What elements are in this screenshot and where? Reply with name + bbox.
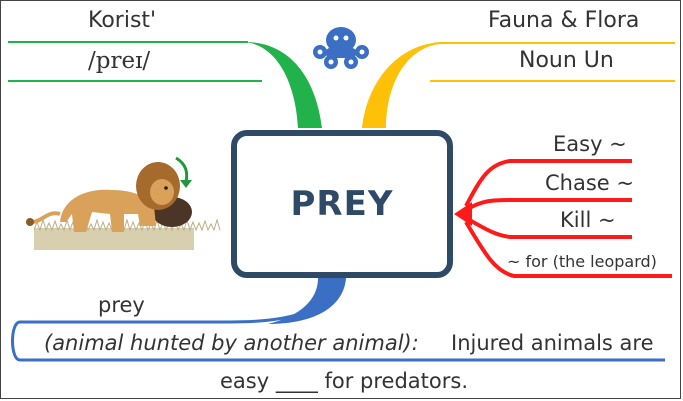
red-line-4 [464, 220, 672, 278]
octopus-logo [313, 27, 369, 69]
definition: (animal hunted by another animal): [44, 331, 419, 355]
red-branch-hub [454, 202, 472, 226]
collocation-chase: Chase ~ [545, 171, 634, 195]
example-sentence-start: Injured animals are [451, 331, 654, 355]
red-line-1 [464, 159, 632, 207]
bottom-word: prey [98, 293, 145, 317]
word-label: Korist' [88, 8, 157, 33]
central-word-box: PREY [231, 130, 453, 278]
collocation-for: ~ for (the leopard) [507, 252, 657, 271]
green-arrow-icon [175, 156, 192, 188]
collocation-easy: Easy ~ [553, 132, 627, 156]
lion-hunting-prey-illustration [26, 162, 221, 250]
collocation-kill: Kill ~ [560, 208, 616, 232]
central-word: PREY [290, 184, 394, 224]
part-of-speech: Noun Un [519, 48, 614, 73]
blue-branch [268, 278, 346, 324]
red-line-2 [464, 198, 632, 212]
category-label: Fauna & Flora [488, 8, 640, 33]
example-sentence-end: easy ____ for predators. [220, 369, 469, 393]
green-branch [8, 42, 322, 128]
red-line-3 [465, 216, 632, 239]
pronunciation: /preɪ/ [88, 48, 151, 74]
